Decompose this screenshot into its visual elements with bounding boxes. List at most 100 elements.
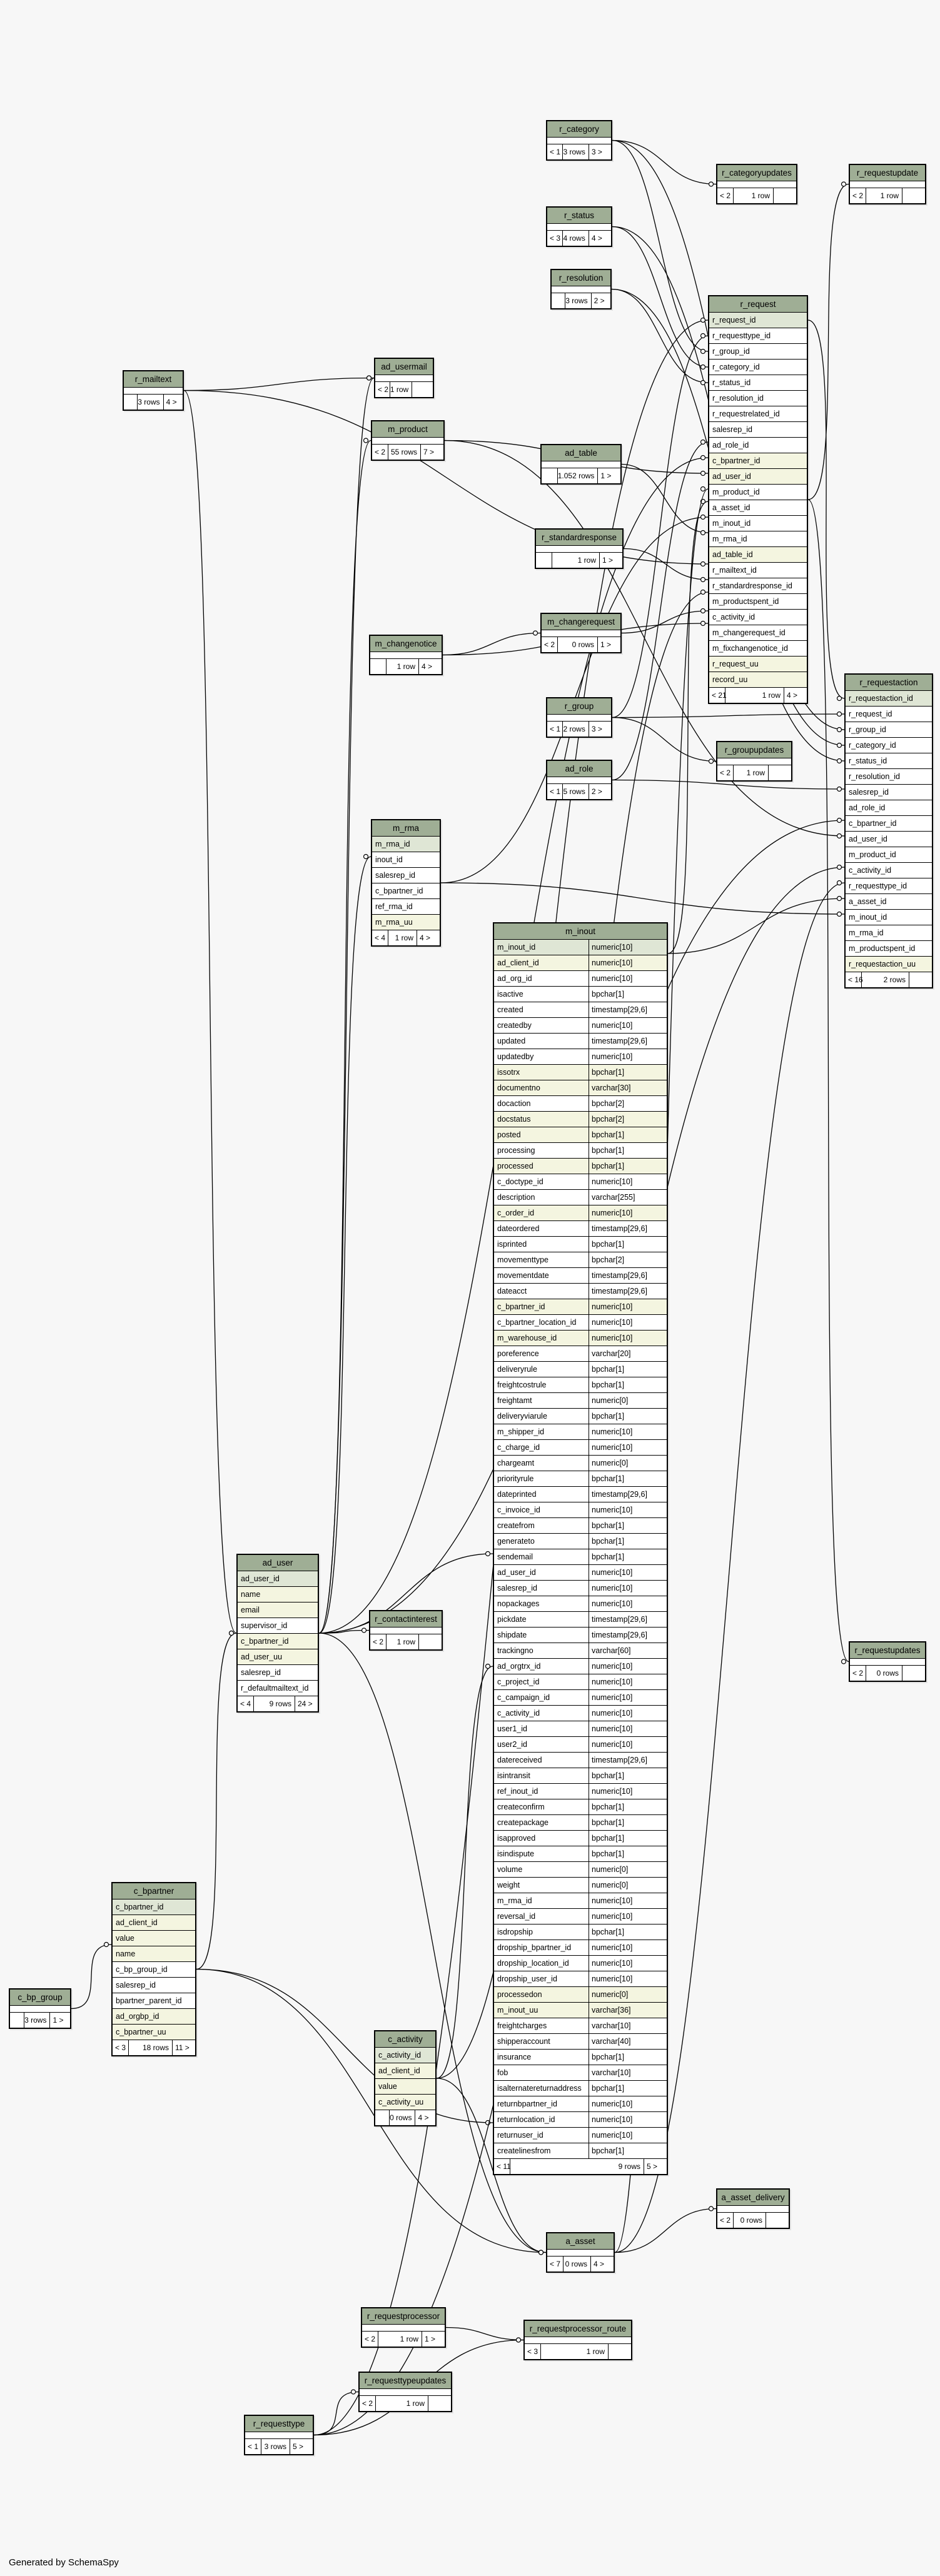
column-row[interactable]: c_bpartner_id [846,816,932,832]
column-row[interactable]: r_requesttype_id [709,328,807,344]
column-row[interactable]: m_inout_id [709,516,807,531]
column-row[interactable]: r_group_id [709,344,807,360]
column-row[interactable]: m_rma_id [846,925,932,941]
column-row[interactable]: c_bpartner_id [238,1634,318,1649]
column-row[interactable]: ad_orgbp_id [113,2009,195,2025]
column-row[interactable]: name [238,1587,318,1602]
column-row[interactable]: m_inout_id [846,910,932,925]
column-row[interactable]: name [113,1946,195,1962]
column-row[interactable]: ad_user_uu [238,1649,318,1665]
column-row[interactable]: a_asset_id [846,894,932,910]
column-row[interactable]: r_requestaction_uu [846,957,932,972]
column-row[interactable]: c_activity_id [846,863,932,878]
column-row[interactable]: r_standardresponse_id [709,578,807,594]
column-row[interactable]: ad_user_id [709,469,807,485]
column-row[interactable]: c_activity_uu [375,2095,435,2110]
column-row[interactable]: bpartner_parent_id [113,1993,195,2009]
column-row[interactable]: m_fixchangenotice_id [709,641,807,657]
column-row[interactable]: salesrep_id [709,422,807,438]
column-row[interactable]: m_rma_id [709,531,807,547]
column-row[interactable]: salesrep_id [372,868,440,883]
column-row[interactable]: r_request_id [709,313,807,328]
column-row[interactable]: ad_user_id [238,1571,318,1587]
column-row[interactable]: ref_rma_id [372,899,440,915]
column-row[interactable]: r_category_id [709,360,807,375]
column-row[interactable]: r_requestaction_id [846,691,932,707]
column-row[interactable]: m_rma_id [372,837,440,852]
column-row[interactable]: supervisor_id [238,1618,318,1634]
column-row[interactable]: m_product_id [709,485,807,500]
column-row[interactable]: c_bpartner_id [113,1899,195,1915]
column-row[interactable]: r_request_uu [709,657,807,672]
column-row[interactable]: ad_role_id [846,800,932,816]
column-row[interactable]: ad_client_id [113,1915,195,1931]
column-row[interactable]: c_bpartner_uu [113,2025,195,2040]
column-row[interactable]: email [238,1602,318,1618]
column-row[interactable]: value [113,1931,195,1946]
column-row[interactable]: c_activity_id [375,2048,435,2063]
column-row[interactable]: r_resolution_id [846,769,932,785]
